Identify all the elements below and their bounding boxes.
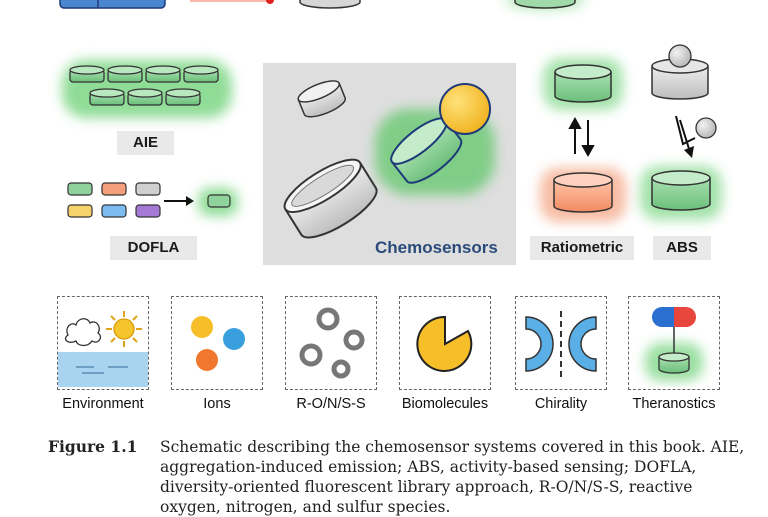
rons-box [285,296,377,390]
large-gray-ring [283,158,378,239]
ratiometric-orange-sensor [540,168,626,222]
category-label-biomolecules: Biomolecules [401,396,489,412]
dofla-library [67,182,161,218]
category-label-rons: R-O/N/S-S [296,396,366,412]
ions-icon [191,316,245,371]
abs-cleaved-group [695,117,717,139]
category-label-ions: Ions [203,396,231,412]
top-cropped-row [59,0,585,10]
category-label-theranostics: Theranostics [632,396,716,412]
category-label-environment: Environment [62,396,144,412]
analyte-ball [439,83,491,135]
green-sensor-ring [390,117,463,184]
theranostics-icon [645,307,703,381]
abs-label: ABS [653,236,711,260]
category-label-chirality: Chirality [534,396,588,412]
chemosensors-illustration [283,80,495,239]
ratiometric-green-sensor [543,58,623,110]
chemosensors-panel [263,63,516,265]
abs-arrowhead [684,146,694,158]
aie-cluster [62,60,232,118]
figure-number: Figure 1.1 [48,437,138,456]
ions-box [171,296,263,390]
abs-activated-sensor [640,166,722,220]
ratiometric-label: Ratiometric [530,236,634,260]
caption-text: Schematic describing the chemosensor sys… [160,438,745,516]
environment-box [57,296,149,390]
dofla-hit-sensor [198,188,238,216]
dofla-label: DOFLA [110,236,197,260]
small-gray-ring [297,80,347,118]
abs-cleavage-arrow [675,115,696,153]
chemosensors-title: Chemosensors [375,238,498,257]
biomolecule-icon [416,315,473,372]
chirality-box [515,296,607,390]
chirality-icon [525,311,597,377]
dofla-arrow [164,196,194,206]
theranostics-box [628,296,720,390]
environment-icon [58,311,148,388]
aie-label: AIE [117,131,174,155]
reversible-arrows [568,116,595,158]
biomolecules-box [399,296,491,390]
abs-probe [651,44,709,100]
rons-icon [299,307,365,379]
